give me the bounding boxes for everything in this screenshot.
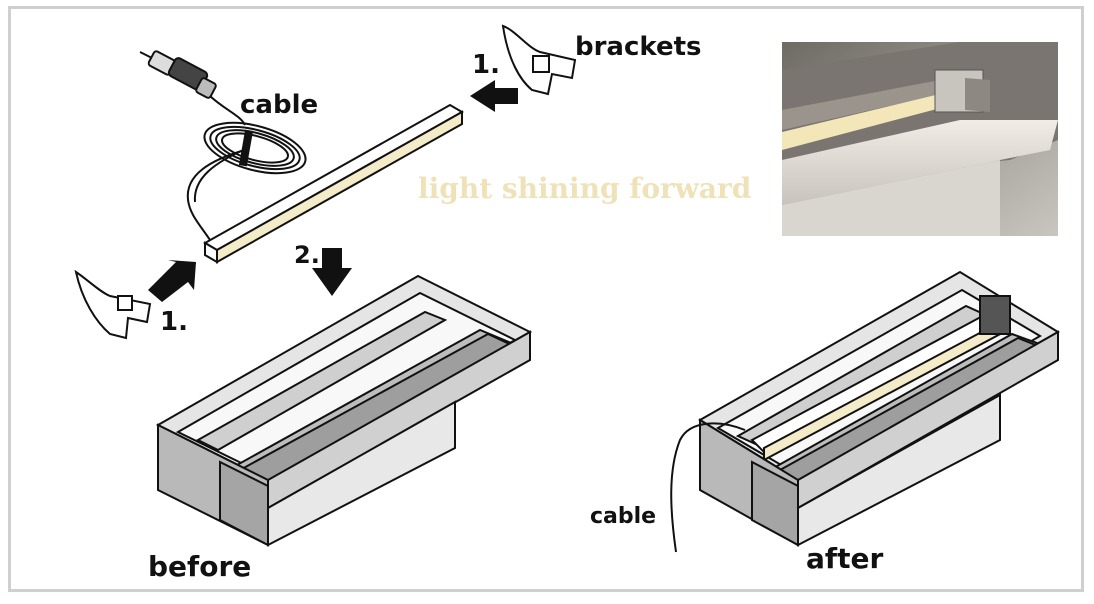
step-2-label: 2. (294, 241, 320, 269)
profile-after (698, 270, 1060, 547)
coiled-cable-icon (186, 95, 307, 241)
step-1-top-label: 1. (472, 50, 500, 80)
step-1-left-label: 1. (160, 307, 188, 337)
cable-after-line (670, 422, 746, 553)
led-bar-icon (202, 103, 465, 264)
cable-top-label: cable (240, 90, 318, 120)
cable-bottom-label: cable (590, 504, 656, 529)
cable-plug-icon (139, 50, 217, 99)
arrow-down-icon (312, 248, 352, 296)
profile-before (155, 274, 533, 547)
after-label: after (806, 542, 883, 575)
bracket-left-icon (74, 269, 152, 340)
bracket-top-icon (501, 24, 577, 96)
brackets-label: brackets (575, 32, 702, 62)
product-photo (782, 42, 1058, 236)
light-shining-forward-label: light shining forward (418, 172, 751, 205)
before-label: before (148, 550, 251, 583)
arrow-up-right-icon (148, 260, 196, 302)
arrow-left-icon (470, 80, 518, 112)
